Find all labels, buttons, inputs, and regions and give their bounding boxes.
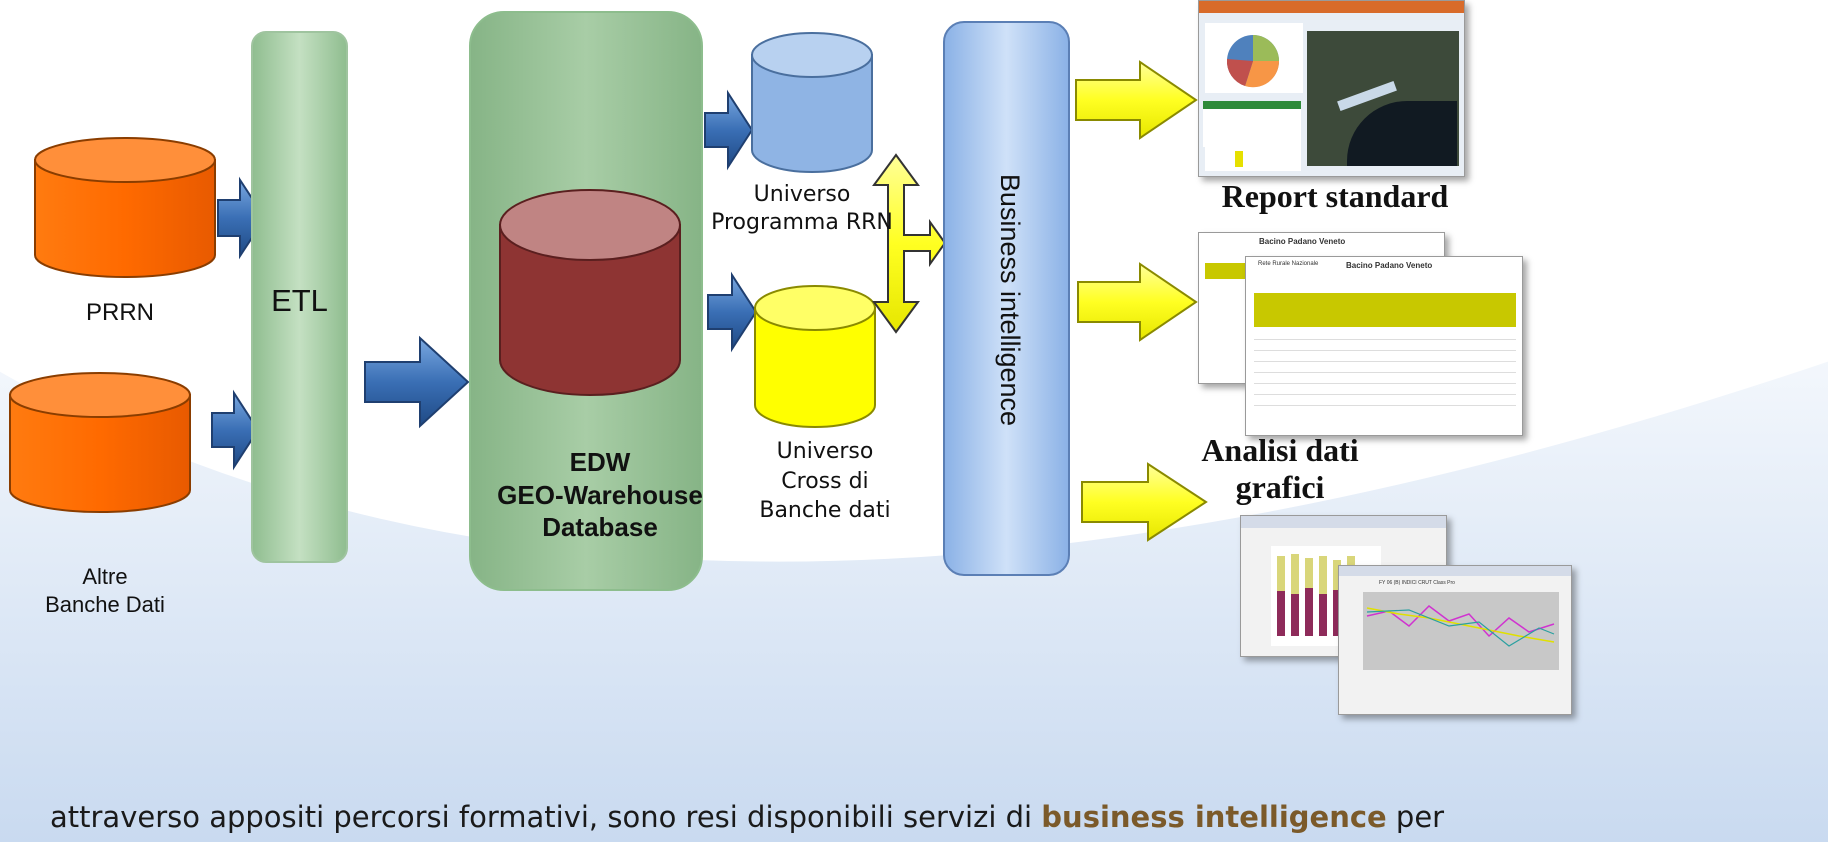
- analisi-table-front-header: [1254, 293, 1516, 327]
- analisi-table-thumbnail-front: Rete Rurale Nazionale Bacino Padano Vene…: [1245, 256, 1523, 436]
- analisi-table-front-org: Rete Rurale Nazionale: [1258, 261, 1319, 267]
- altre-label-line2: Banche Dati: [45, 591, 165, 617]
- footer-caption: attraverso appositi percorsi formativi, …: [50, 800, 1450, 834]
- analisi-dati-grafici-label: Analisi dati grafici: [1170, 432, 1390, 506]
- report-map-sea: [1347, 101, 1457, 166]
- analisi-table-back-header: [1205, 263, 1245, 279]
- edw-label-line1: EDW: [569, 447, 631, 477]
- universo-cross-label: Universo Cross di Banche dati: [730, 437, 920, 526]
- altre-banche-dati-database-icon: [9, 372, 191, 513]
- background-swoosh-edge: [0, 358, 1828, 562]
- grafici-line-chart-icon: [1339, 566, 1571, 670]
- footer-text-after: per: [1386, 800, 1445, 834]
- flow-arrow-altre-to-etl: [211, 389, 260, 471]
- universo-rrn-line2: Programma RRN: [711, 209, 893, 235]
- output-arrow-analisi: [1077, 262, 1198, 342]
- universo-cross-line2: Cross di: [781, 468, 869, 494]
- footer-highlight: business intelligence: [1041, 800, 1387, 834]
- edw-label: EDW GEO-Warehouse Database: [470, 446, 730, 544]
- report-standard-thumbnail: [1198, 0, 1465, 177]
- report-bar-panel: [1205, 143, 1301, 171]
- bidirectional-arrow-universes-to-bi: [872, 153, 947, 334]
- report-header-bar: [1199, 1, 1464, 13]
- universo-cross-line1: Universo: [776, 439, 874, 464]
- edw-label-line3: Database: [542, 512, 658, 542]
- output-arrow-report: [1075, 60, 1198, 140]
- report-map-panel: [1307, 31, 1459, 166]
- grafici-line-chart-title: FY 06 (B) INDICI CRUT Class Pro: [1379, 580, 1455, 586]
- universo-rrn-line1: Universo: [753, 182, 851, 207]
- output-arrow-grafici: [1081, 462, 1208, 542]
- footer-text-before: attraverso appositi percorsi formativi, …: [50, 800, 1042, 834]
- universo-rrn-database-icon: [751, 32, 873, 173]
- prrn-label: PRRN: [85, 299, 154, 326]
- flow-arrow-edw-to-rrn: [704, 89, 754, 171]
- flow-arrow-etl-to-edw: [364, 335, 470, 429]
- edw-database-icon: [499, 189, 681, 396]
- etl-panel: [251, 31, 348, 563]
- universo-cross-database-icon: [754, 285, 876, 428]
- report-pie-panel: [1205, 23, 1303, 93]
- edw-label-line2: GEO-Warehouse: [497, 479, 703, 510]
- analisi-table-front-title: Bacino Padano Veneto: [1346, 261, 1433, 270]
- universo-rrn-label: Universo Programma RRN: [702, 181, 902, 236]
- analisi-table-back-title: Bacino Padano Veneto: [1259, 237, 1346, 246]
- report-bar: [1235, 151, 1243, 167]
- altre-label-line1: Altre: [82, 564, 128, 589]
- grafici-line-chart-thumbnail: FY 06 (B) INDICI CRUT Class Pro: [1338, 565, 1572, 715]
- flow-arrow-edw-to-cross: [707, 271, 758, 353]
- analisi-label-line2: grafici: [1235, 468, 1325, 505]
- analisi-label-line1: Analisi dati: [1201, 432, 1359, 468]
- altre-banche-dati-label: Altre Banche Dati: [20, 563, 190, 618]
- background-swoosh: [0, 360, 1828, 842]
- bi-label: Business intelligence: [995, 173, 1025, 427]
- bi-panel: [943, 21, 1070, 576]
- analisi-table-front-grid: [1254, 329, 1516, 411]
- prrn-database-icon: [34, 137, 216, 278]
- report-table-panel: [1203, 101, 1301, 147]
- report-standard-label: Report standard: [1221, 178, 1449, 214]
- report-pie-chart-icon: [1226, 35, 1280, 88]
- universo-cross-line3: Banche dati: [759, 498, 891, 524]
- etl-label: ETL: [271, 283, 328, 318]
